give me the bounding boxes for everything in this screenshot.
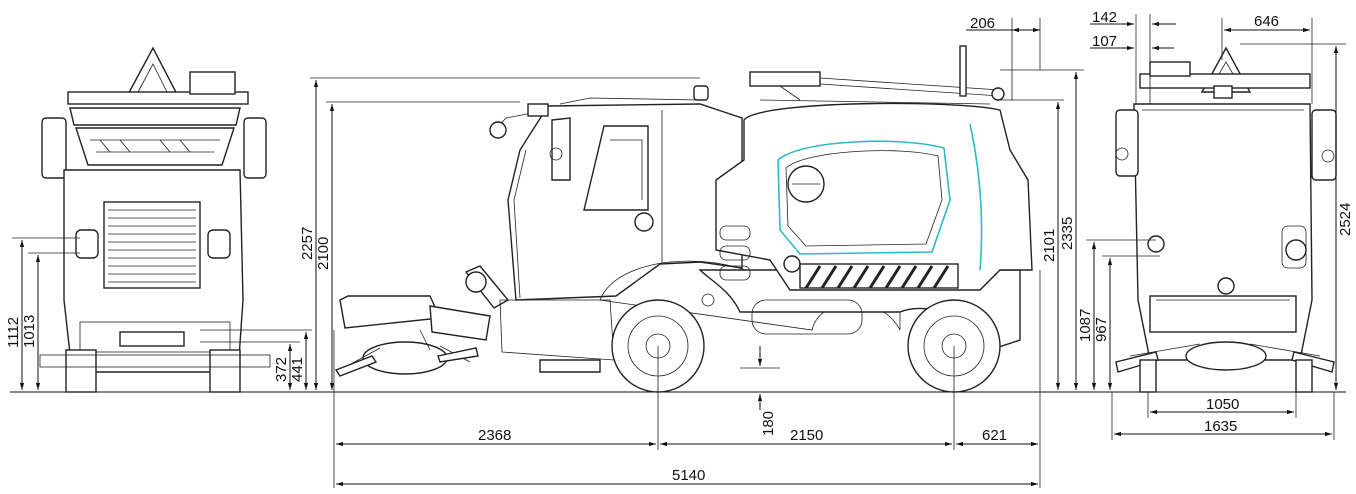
front-grille [103,201,201,289]
hopper-door-accent [777,140,951,255]
dim-side-180: 180 [760,411,777,436]
rear-view [1115,46,1337,393]
sweeper-head [339,295,442,329]
dim-side-2101: 2101 [1041,229,1058,262]
side-view [334,45,1033,393]
dim-rear-646: 646 [1254,13,1279,30]
dim-front-1112: 1112 [5,317,22,348]
dim-rear-1635: 1635 [1204,418,1237,435]
side-mirror [551,117,571,181]
front-dimensions: 1112 1013 372 441 [5,237,312,390]
front-brush [362,341,448,375]
dim-side-5140: 5140 [672,467,705,484]
cab-window [583,125,649,211]
dim-rear-1050: 1050 [1206,396,1239,413]
hopper-body [715,102,1033,291]
dim-rear-142: 142 [1092,9,1117,26]
dim-side-2368: 2368 [478,427,511,444]
front-left-wheel [65,349,97,393]
roof-beacon [693,85,709,101]
dim-side-2100: 2100 [315,237,332,270]
dim-rear-1087: 1087 [1077,309,1094,342]
rear-left-mirror [1115,109,1139,177]
rear-brush [1185,341,1267,371]
roof-rack [749,71,821,87]
front-right-wheel [209,349,241,393]
right-mirror [243,117,267,179]
left-headlight [75,229,99,259]
front-view [39,46,271,393]
dim-rear-967: 967 [1093,317,1110,342]
dim-side-621: 621 [982,427,1007,444]
rear-right-mirror [1311,109,1337,181]
right-headlight [207,229,231,259]
left-mirror [41,117,67,179]
dim-side-2150: 2150 [790,427,823,444]
dim-rear-107: 107 [1092,33,1117,50]
rear-dimensions: 142 107 646 2524 1087 967 1050 1635 [1077,9,1354,440]
dim-side-206: 206 [970,15,995,32]
license-plate [119,331,185,347]
dim-rear-2524: 2524 [1337,203,1354,236]
dim-front-372: 372 [273,357,290,382]
side-dimensions: 2257 2100 2101 2335 206 180 2368 2150 62… [299,15,1084,488]
dim-side-2335: 2335 [1059,217,1076,250]
side-panel [751,299,863,335]
dim-front-1013: 1013 [21,315,38,348]
dim-front-441: 441 [289,357,306,382]
dim-side-2257: 2257 [299,227,316,260]
